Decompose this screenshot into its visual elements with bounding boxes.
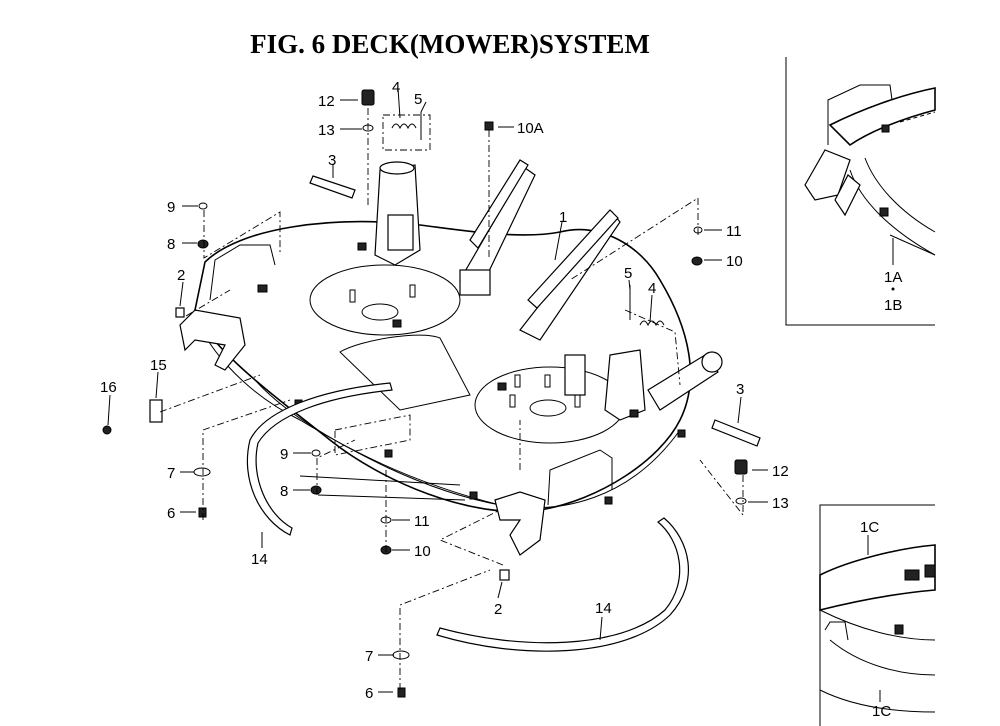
callout-8: 8 xyxy=(167,236,175,253)
callout-14b: 14 xyxy=(595,600,612,617)
callout-1C-bottom: 1C xyxy=(872,703,891,720)
callout-14: 14 xyxy=(251,551,268,568)
callout-3b: 3 xyxy=(736,381,744,398)
callout-10: 10 xyxy=(726,253,743,270)
callout-10b: 10 xyxy=(414,543,431,560)
callout-15: 15 xyxy=(150,357,167,374)
callout-1B: 1B xyxy=(884,297,902,314)
figure-title: FIG. 6 DECK(MOWER)SYSTEM xyxy=(250,29,650,59)
callout-9: 9 xyxy=(167,199,175,216)
callout-6b: 6 xyxy=(365,685,373,702)
callout-12: 12 xyxy=(318,93,335,110)
callout-5b: 5 xyxy=(624,265,632,282)
callout-1C-top: 1C xyxy=(860,519,879,536)
callout-labels: 12 4 5 13 3 10A 9 8 2 1 11 10 5 4 16 15 … xyxy=(100,79,789,702)
callout-1: 1 xyxy=(559,209,567,226)
callout-2b: 2 xyxy=(494,601,502,618)
callout-4: 4 xyxy=(392,79,400,96)
callout-16: 16 xyxy=(100,379,117,396)
callout-6: 6 xyxy=(167,505,175,522)
callout-2: 2 xyxy=(177,267,185,284)
callout-4b: 4 xyxy=(648,280,656,297)
callout-5: 5 xyxy=(414,91,422,108)
callout-7b: 7 xyxy=(365,648,373,665)
callout-13b: 13 xyxy=(772,495,789,512)
leader-lines xyxy=(159,108,744,690)
callout-3: 3 xyxy=(328,152,336,169)
callout-11: 11 xyxy=(726,223,742,240)
callout-9b: 9 xyxy=(280,446,288,463)
callout-12b: 12 xyxy=(772,463,789,480)
callout-11b: 11 xyxy=(414,513,430,530)
callout-ticks xyxy=(107,87,768,693)
callout-1A: 1A xyxy=(884,269,902,286)
callout-13: 13 xyxy=(318,122,335,139)
callout-10A: 10A xyxy=(517,120,544,137)
hardware-parts xyxy=(102,89,761,698)
detail-inset-1C: 1C 1C xyxy=(819,504,936,726)
callout-7: 7 xyxy=(167,465,175,482)
callout-8b: 8 xyxy=(280,483,288,500)
mower-deck xyxy=(179,159,723,556)
detail-inset-1A-1B: 1A 1B xyxy=(785,57,936,326)
